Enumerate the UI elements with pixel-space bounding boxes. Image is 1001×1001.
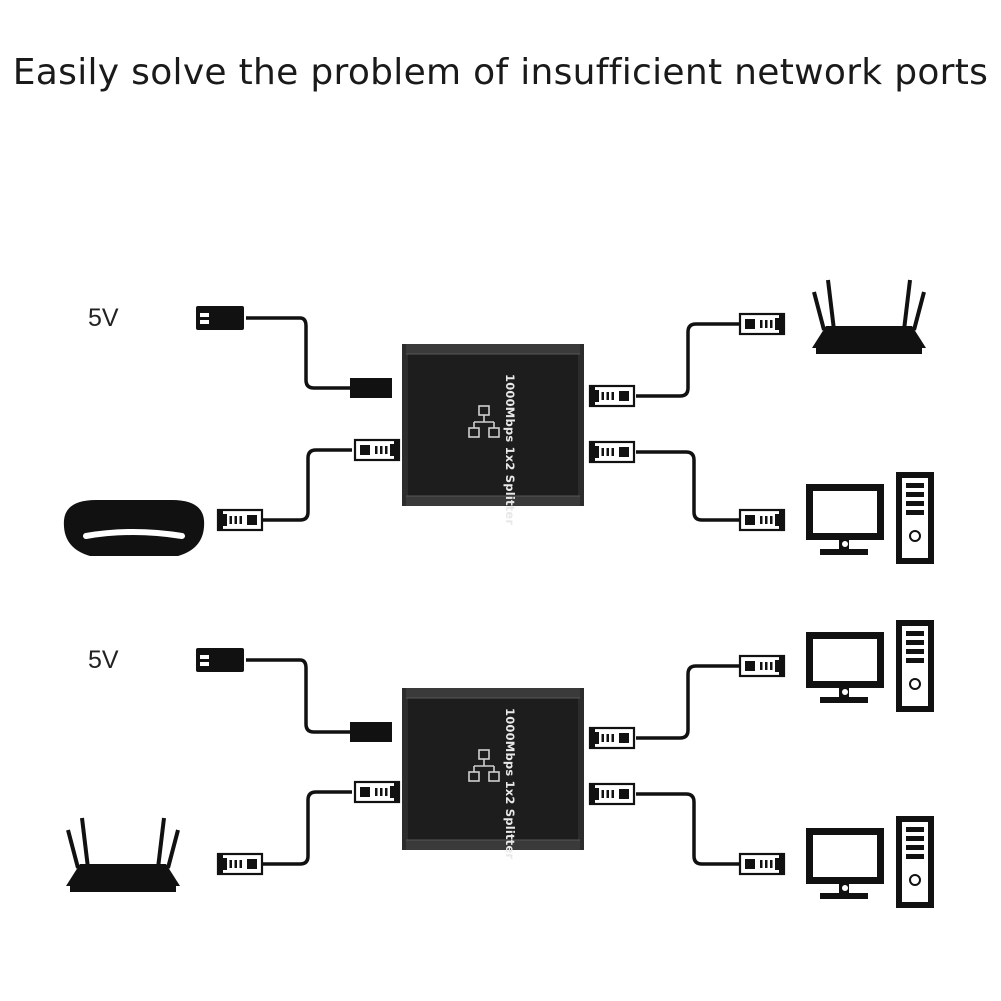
power-cable — [246, 658, 352, 734]
rj45-plug — [738, 654, 786, 678]
network-splitter-device: 1000Mbps 1x2 Splitter — [401, 343, 585, 525]
usb-power-plug — [196, 306, 244, 330]
rj45-plug — [738, 508, 786, 532]
rj45-plug — [588, 384, 636, 408]
power-label-top: 5V — [88, 304, 119, 332]
splitter-label: 1000Mbps 1x2 Splitter — [503, 708, 517, 859]
output-ethernet-cable-2 — [636, 792, 740, 866]
rj45-plug — [353, 780, 401, 804]
setup-top: 1000Mbps 1x2 Splitter — [63, 278, 935, 565]
output-ethernet-cable-1 — [636, 664, 740, 740]
setup-bottom: 1000Mbps 1x2 Splitter — [64, 619, 935, 909]
rj45-plug — [588, 440, 636, 464]
headline: Easily solve the problem of insufficient… — [12, 52, 989, 93]
rj45-plug — [738, 312, 786, 336]
rj45-plug — [588, 726, 636, 750]
router-icon — [64, 816, 182, 894]
modem-icon — [63, 500, 205, 556]
rj45-plug — [216, 852, 264, 876]
desktop-computer-icon — [805, 815, 935, 909]
usb-power-plug — [196, 648, 244, 672]
input-ethernet-cable — [262, 448, 352, 522]
power-cable — [246, 316, 352, 390]
network-splitter-device: 1000Mbps 1x2 Splitter — [401, 687, 585, 859]
input-ethernet-cable — [262, 790, 352, 866]
power-input-plug — [350, 722, 392, 742]
rj45-plug — [738, 852, 786, 876]
rj45-plug — [588, 782, 636, 806]
output-ethernet-cable-1 — [636, 322, 740, 398]
output-ethernet-cable-2 — [636, 450, 740, 522]
power-label-bottom: 5V — [88, 646, 119, 674]
rj45-plug — [353, 438, 401, 462]
power-input-plug — [350, 378, 392, 398]
desktop-computer-icon — [805, 619, 935, 713]
splitter-label: 1000Mbps 1x2 Splitter — [503, 374, 517, 525]
desktop-computer-icon — [805, 471, 935, 565]
rj45-plug — [216, 508, 264, 532]
router-icon — [810, 278, 928, 356]
